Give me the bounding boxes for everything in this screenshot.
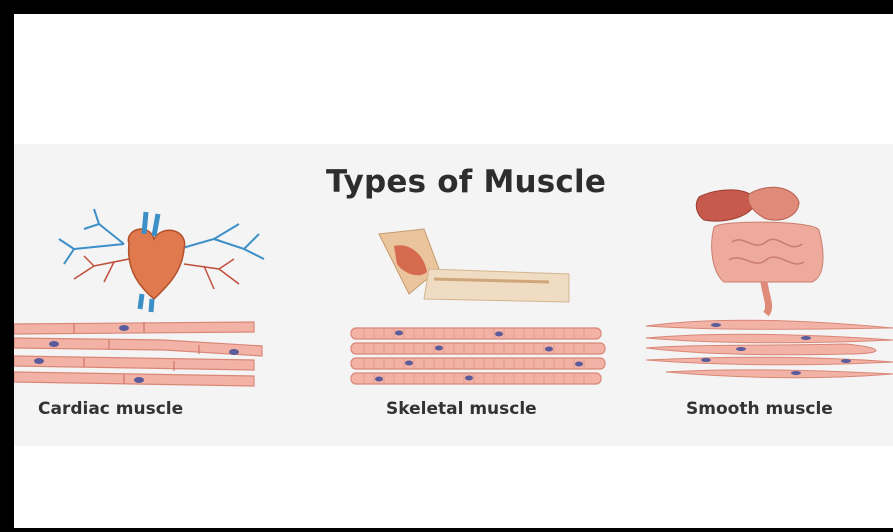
intestine-icon	[712, 222, 823, 282]
diagram-title: Types of Muscle	[276, 164, 656, 200]
heart-illustration	[54, 204, 284, 314]
skeletal-fibers	[349, 324, 609, 392]
skeletal-muscle-label: Skeletal muscle	[386, 399, 537, 419]
arm-illustration	[369, 224, 579, 314]
image-frame: Types of Muscle	[14, 14, 893, 528]
smooth-fibers	[646, 314, 893, 389]
smooth-muscle-label: Smooth muscle	[686, 399, 833, 419]
cardiac-fibers	[14, 316, 264, 388]
digestive-illustration	[694, 182, 854, 317]
liver-icon	[696, 190, 756, 221]
stomach-icon	[748, 187, 799, 220]
cardiac-muscle-label: Cardiac muscle	[38, 399, 183, 419]
forearm-icon	[424, 269, 569, 302]
heart-icon	[128, 229, 184, 299]
